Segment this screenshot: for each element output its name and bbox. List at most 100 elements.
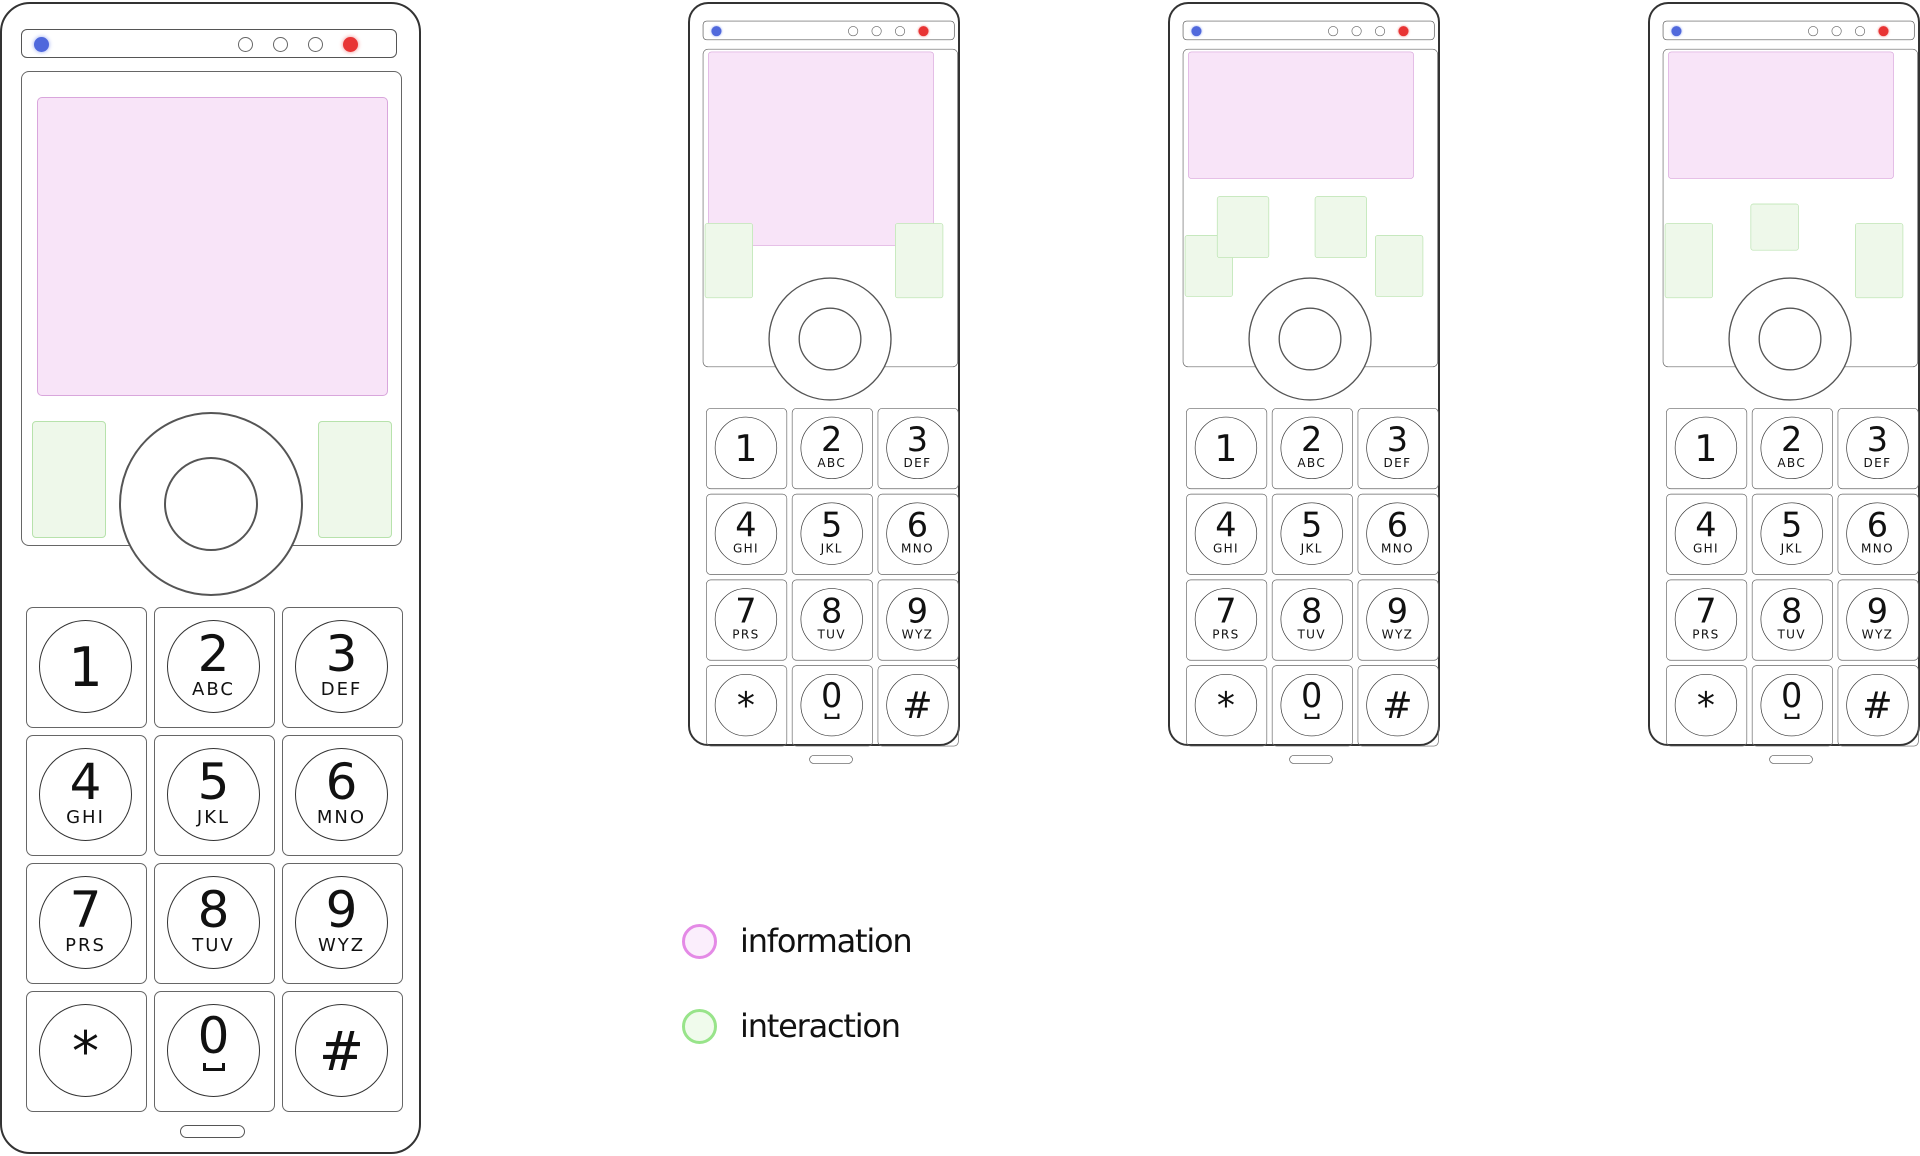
key-button[interactable]: * bbox=[1674, 674, 1738, 737]
key-button[interactable]: * bbox=[39, 1004, 132, 1097]
keypad-key[interactable]: 1 bbox=[1186, 408, 1268, 490]
keypad-key[interactable]: # bbox=[877, 665, 959, 747]
upper-softkey[interactable] bbox=[1750, 203, 1799, 251]
keypad-key[interactable]: 1 bbox=[1666, 408, 1748, 490]
key-button[interactable]: 0 bbox=[1280, 674, 1343, 737]
home-indicator[interactable] bbox=[1289, 755, 1333, 764]
navigation-ring[interactable] bbox=[119, 412, 303, 596]
keypad-key[interactable]: 1 bbox=[26, 607, 147, 728]
right-softkey[interactable] bbox=[1375, 235, 1424, 297]
right-softkey[interactable] bbox=[895, 223, 944, 299]
keypad-key[interactable]: # bbox=[1837, 665, 1919, 747]
keypad-key[interactable]: * bbox=[26, 991, 147, 1112]
key-button[interactable]: # bbox=[1366, 674, 1429, 737]
upper-softkey[interactable] bbox=[1314, 196, 1367, 258]
key-button[interactable]: 0 bbox=[800, 674, 863, 737]
left-softkey[interactable] bbox=[704, 223, 753, 299]
key-button[interactable]: 1 bbox=[1194, 416, 1258, 480]
home-indicator[interactable] bbox=[180, 1125, 245, 1138]
keypad-key[interactable]: 0 bbox=[154, 991, 275, 1112]
key-button[interactable]: 1 bbox=[1674, 416, 1738, 480]
keypad-key[interactable]: # bbox=[1357, 665, 1439, 747]
navigation-ring[interactable] bbox=[1728, 277, 1852, 401]
key-button[interactable]: 1 bbox=[39, 620, 132, 713]
key-button[interactable]: 0 bbox=[1760, 674, 1823, 737]
select-button[interactable] bbox=[164, 457, 258, 551]
select-button[interactable] bbox=[1278, 307, 1342, 371]
keypad-key[interactable]: 1 bbox=[706, 408, 788, 490]
keypad-key[interactable]: * bbox=[706, 665, 788, 747]
keypad-key[interactable]: 0 bbox=[1271, 665, 1353, 747]
right-softkey[interactable] bbox=[1855, 223, 1904, 299]
key-button[interactable]: 0 bbox=[167, 1004, 260, 1097]
select-button[interactable] bbox=[1758, 307, 1822, 371]
key-button[interactable]: # bbox=[886, 674, 949, 737]
keypad-key[interactable]: * bbox=[1186, 665, 1268, 747]
navigation-ring[interactable] bbox=[768, 277, 892, 401]
keypad-key[interactable]: # bbox=[282, 991, 403, 1112]
home-indicator[interactable] bbox=[1769, 755, 1813, 764]
key-button[interactable]: # bbox=[1846, 674, 1909, 737]
left-softkey[interactable] bbox=[1184, 235, 1233, 297]
upper-softkey[interactable] bbox=[1216, 196, 1270, 258]
keypad-key[interactable]: 0 bbox=[1751, 665, 1833, 747]
key-button[interactable]: # bbox=[295, 1004, 388, 1097]
keypad-key[interactable]: * bbox=[1666, 665, 1748, 747]
key-button[interactable]: * bbox=[714, 674, 778, 737]
right-softkey[interactable] bbox=[318, 421, 392, 538]
